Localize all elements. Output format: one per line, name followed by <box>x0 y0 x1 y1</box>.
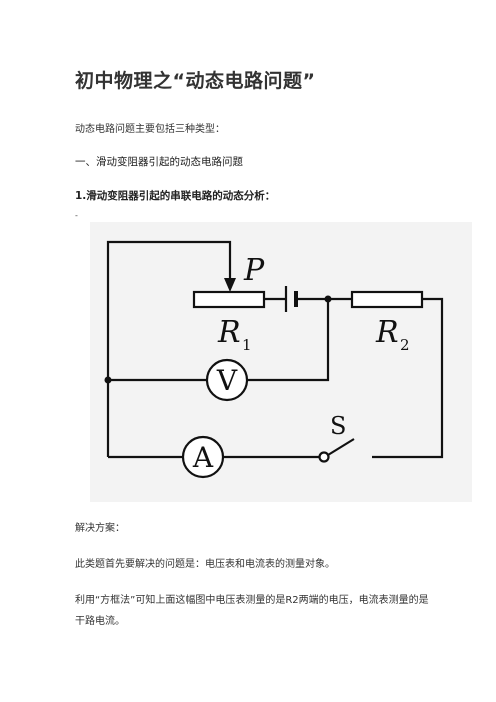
solution-label: 解决方案： <box>75 523 125 534</box>
switch-lever <box>327 438 355 456</box>
circuit-diagram: P R 1 R 2 V A S <box>90 222 472 502</box>
r1-resistor <box>192 290 266 309</box>
junction-node-left <box>104 376 112 384</box>
small-mark: - <box>75 211 78 220</box>
wire-voltmeter-right <box>247 299 330 382</box>
label-r1: R <box>217 315 241 350</box>
switch-contact <box>318 451 330 463</box>
label-r2-sub: 2 <box>400 336 410 354</box>
label-a: A <box>192 441 214 474</box>
label-r2: R <box>375 315 399 350</box>
wire-top-left <box>106 240 232 457</box>
page-title: 初中物理之“动态电路问题” <box>75 70 316 92</box>
diagram-background <box>90 222 472 502</box>
r2-resistor <box>350 290 424 309</box>
label-s: S <box>330 412 346 440</box>
slider-arrow <box>224 278 236 292</box>
paragraph-1: 此类题首先要解决的问题是：电压表和电流表的测量对象。 <box>75 559 335 570</box>
label-v: V <box>216 364 238 397</box>
section-heading: 一、滑动变阻器引起的动态电路问题 <box>75 156 243 168</box>
label-p: P <box>243 253 265 288</box>
paragraph-2: 利用“方框法”可知上面这幅图中电压表测量的是R2两端的电压，电流表测量的是干路电… <box>75 595 429 627</box>
wire-right <box>372 297 444 459</box>
subsection-heading: 1.滑动变阻器引起的串联电路的动态分析： <box>75 190 276 202</box>
label-r1-sub: 1 <box>242 336 252 354</box>
intro-text: 动态电路问题主要包括三种类型： <box>75 124 225 135</box>
